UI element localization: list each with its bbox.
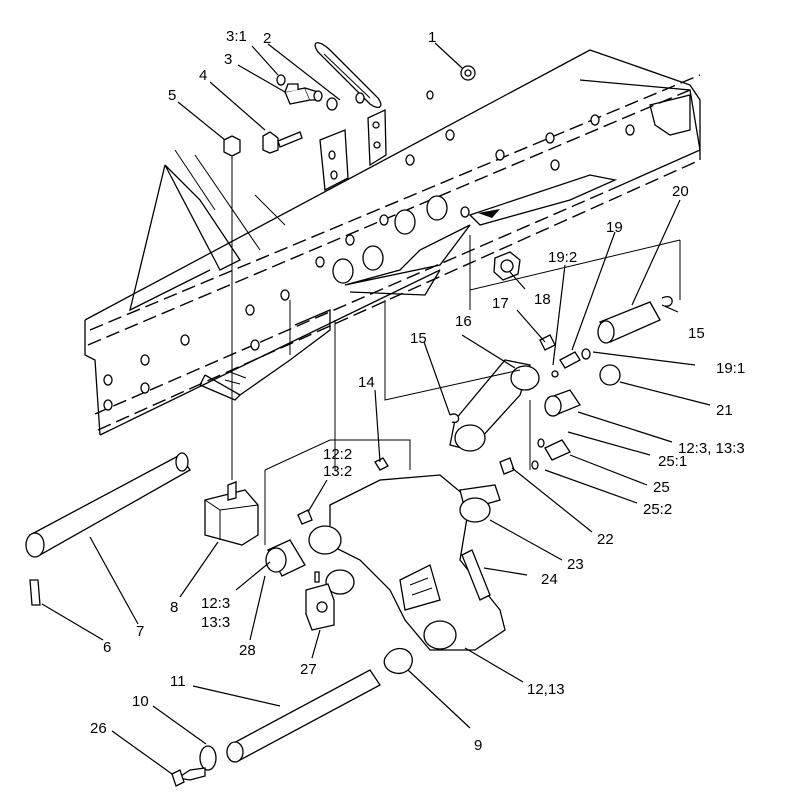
callout-22: 22 (597, 531, 614, 548)
callout-27: 27 (300, 661, 317, 678)
nut-1-icon (460, 65, 476, 81)
callout-13-3-left: 13:3 (201, 614, 230, 631)
callout-25: 25 (653, 479, 670, 496)
block-27-icon (305, 571, 335, 631)
callout-12-3-left: 12:3 (201, 595, 230, 612)
callout-19-1: 19:1 (716, 360, 745, 377)
callout-15-left: 15 (410, 330, 427, 347)
frame-rail (84, 49, 701, 436)
callout-16: 16 (455, 313, 472, 330)
upper-bracket (319, 108, 387, 192)
callout-11: 11 (170, 673, 186, 690)
arm-16 (449, 334, 556, 452)
callout-5: 5 (168, 87, 176, 104)
callout-28: 28 (239, 642, 256, 659)
bolt-4-icon (262, 131, 303, 154)
callout-12-3-13-3-right: 12:3, 13:3 (678, 440, 745, 457)
bushing-12-3-right-icon (544, 389, 581, 417)
rail-holes (103, 90, 635, 411)
clamp-strap-icon (314, 42, 382, 109)
pivot-assembly-12-13 (297, 457, 515, 651)
nut-5-icon (223, 135, 241, 480)
callout-13-2: 13:2 (323, 463, 352, 480)
bolt-26-icon (171, 767, 206, 787)
nut-18-icon (493, 251, 521, 281)
oring-icon (276, 74, 286, 86)
bushing-12-3-left-icon (265, 539, 306, 577)
washer-10-icon (199, 745, 217, 771)
callout-26: 26 (90, 720, 107, 737)
callout-19: 19 (606, 219, 623, 236)
block-8-icon (204, 481, 259, 546)
callout-18: 18 (534, 291, 551, 308)
valve-25-icon (531, 438, 571, 470)
callout-7: 7 (136, 623, 144, 640)
pin-20-icon (597, 301, 661, 344)
callout-9: 9 (474, 737, 482, 754)
callout-4: 4 (199, 67, 207, 84)
callout-19-2: 19:2 (548, 249, 577, 266)
callout-17: 17 (492, 295, 509, 312)
washer-21-icon (599, 364, 621, 386)
leader-lines (41, 42, 711, 775)
callout-3: 3 (224, 51, 232, 68)
washer-9-icon (383, 647, 413, 674)
roll-pin-6-icon (29, 579, 41, 606)
callout-20: 20 (672, 183, 689, 200)
callout-21: 21 (716, 402, 733, 419)
pin-7-icon (25, 452, 191, 558)
callout-23: 23 (567, 556, 584, 573)
center-lines (264, 235, 681, 545)
callout-1: 1 (428, 29, 436, 46)
callout-6: 6 (103, 639, 111, 656)
callout-2: 2 (263, 30, 271, 47)
callout-8: 8 (170, 599, 178, 616)
callout-12-13: 12,13 (527, 681, 565, 698)
callout-labels: 1 2 3:1 3 4 5 20 19 19:2 18 17 16 15 15 … (90, 28, 745, 754)
snap-ring-15-right-icon (661, 296, 673, 307)
grease-fitting-19-icon (551, 348, 591, 378)
callout-14: 14 (358, 374, 375, 391)
callout-25-2: 25:2 (643, 501, 672, 518)
callout-12-2: 12:2 (323, 446, 352, 463)
callout-25-1: 25:1 (658, 453, 687, 470)
fitting-elbow-icon (326, 92, 365, 111)
callout-10: 10 (132, 693, 149, 710)
callout-15-right: 15 (688, 325, 705, 342)
callout-24: 24 (541, 571, 558, 588)
fitting-tee-icon (284, 83, 323, 105)
callout-3-1: 3:1 (226, 28, 247, 45)
pin-11-icon (226, 669, 381, 763)
